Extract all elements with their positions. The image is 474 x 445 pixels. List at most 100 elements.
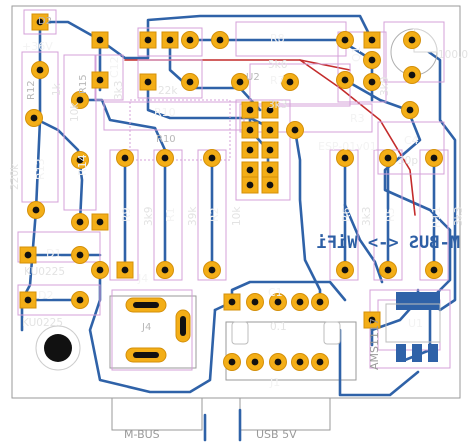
- pad-drill: [236, 78, 244, 86]
- pad-drill: [76, 156, 84, 164]
- mounting-hole: [35, 325, 81, 371]
- value-r12: 1k: [51, 82, 63, 96]
- silkscreen-labels: D2 +36V R8 5k6 R7 3k3 U2 R10 22k R10 R3 …: [22, 16, 468, 441]
- pad-drill: [406, 106, 414, 114]
- pad-drill: [296, 298, 304, 306]
- pad-drill: [408, 71, 416, 79]
- pad-drill: [228, 358, 236, 366]
- ref-r1: R1: [164, 207, 177, 222]
- pad-drill: [121, 154, 129, 162]
- ref-c12: C12: [108, 56, 121, 78]
- ref-r9: R9: [120, 207, 133, 222]
- ref-r2: R2: [208, 207, 221, 222]
- ref-r7: R7: [270, 74, 285, 87]
- ref-j1: J1: [269, 376, 280, 389]
- pad-drill: [341, 154, 349, 162]
- value-c6: 100.0: [438, 49, 468, 61]
- ref-r3: R3: [350, 112, 365, 125]
- value-r1: 39k: [187, 206, 199, 226]
- pad-drill: [291, 126, 299, 134]
- pad-drill: [208, 266, 216, 274]
- ref-u2: U2: [246, 72, 260, 83]
- ref-q1: Q1: [350, 46, 363, 62]
- value-r9-b: 3k9: [379, 77, 391, 96]
- pad-drill: [266, 126, 274, 134]
- ref-r6: R6: [340, 207, 353, 222]
- pad-drill: [246, 146, 254, 154]
- pad-drill: [246, 166, 254, 174]
- pad-drill: [36, 18, 44, 26]
- pad-drill: [251, 358, 259, 366]
- pad-drill: [266, 146, 274, 154]
- value-r2: 10k: [231, 206, 243, 226]
- pad-drill: [24, 296, 32, 304]
- pad-drill: [121, 266, 129, 274]
- pad-drill: [430, 154, 438, 162]
- pad-drill: [368, 36, 376, 44]
- ref-r10-fab: R10: [156, 134, 176, 145]
- value-r15: 3k3: [113, 81, 125, 100]
- bottom-silk-text: M-BUS <-> WiFi: [317, 233, 460, 253]
- pad-drill: [384, 266, 392, 274]
- pad-drill: [76, 218, 84, 226]
- pad-drill: [161, 266, 169, 274]
- board-outline: [11, 5, 461, 431]
- u1-part-label: AMS1117: [368, 318, 381, 370]
- pad-drill: [341, 76, 349, 84]
- ref-r13: R13: [34, 158, 47, 180]
- pad-drill: [96, 36, 104, 44]
- pad-drill: [266, 181, 274, 189]
- pad-drill: [166, 36, 174, 44]
- value-d2: KU0225: [22, 317, 63, 329]
- pad-drill: [32, 206, 40, 214]
- value-r13: 220k: [9, 163, 21, 190]
- value-r14: 10k: [69, 102, 81, 122]
- ref-j4-top: J4: [137, 272, 148, 285]
- pad-drill: [96, 76, 104, 84]
- pad-drill: [208, 154, 216, 162]
- pad-drill: [368, 316, 376, 324]
- value-r7: 3k3: [268, 99, 287, 111]
- pad-drill: [246, 126, 254, 134]
- pad-drill: [341, 36, 349, 44]
- ref-u1: U1: [408, 317, 423, 330]
- pad-drill: [76, 96, 84, 104]
- pad-drill: [274, 358, 282, 366]
- connector-j4-pads: [125, 297, 191, 363]
- edge-label-mbus: M-BUS: [124, 428, 160, 441]
- pad-drill: [251, 298, 259, 306]
- pad-drill: [286, 78, 294, 86]
- pad-drill: [274, 298, 282, 306]
- pad-drill: [246, 106, 254, 114]
- pad-drill: [186, 78, 194, 86]
- ref-r5: R5: [384, 207, 397, 222]
- ref-d1: D1: [46, 247, 61, 260]
- value-r10: 22k: [158, 85, 178, 97]
- pad-drill: [161, 154, 169, 162]
- pad-drill: [368, 78, 376, 86]
- through-hole-pads: [19, 13, 443, 371]
- vertical-labels: R13 220k R14 10k R12 1k R15 3k3 R9 3k9 R…: [9, 46, 465, 370]
- ref-d2: D2: [38, 289, 53, 302]
- pad-drill: [316, 298, 324, 306]
- value-r8: 5k6: [268, 59, 288, 71]
- value-r11: 3k3: [453, 207, 465, 226]
- value-c1: 0.1: [270, 321, 287, 333]
- ref-d2-top: D2: [38, 16, 52, 27]
- pad-drill: [408, 36, 416, 44]
- ref-r10: R10: [154, 106, 176, 119]
- ref-r15: R15: [78, 74, 89, 94]
- regulator-u1: [385, 292, 441, 362]
- ref-r11: R11: [430, 206, 443, 228]
- pad-drill: [246, 181, 254, 189]
- value-r5: 3k3: [361, 207, 373, 226]
- value-d1: KU0225: [24, 266, 65, 278]
- ref-j4: J4: [141, 322, 151, 333]
- pad-drill: [76, 296, 84, 304]
- ref-c4: C4: [404, 134, 419, 147]
- ref-esp: ESP-01v01: [318, 140, 377, 153]
- pad-drill: [266, 166, 274, 174]
- pad-drill: [36, 66, 44, 74]
- pad-drill: [30, 114, 38, 122]
- pad-drill: [368, 56, 376, 64]
